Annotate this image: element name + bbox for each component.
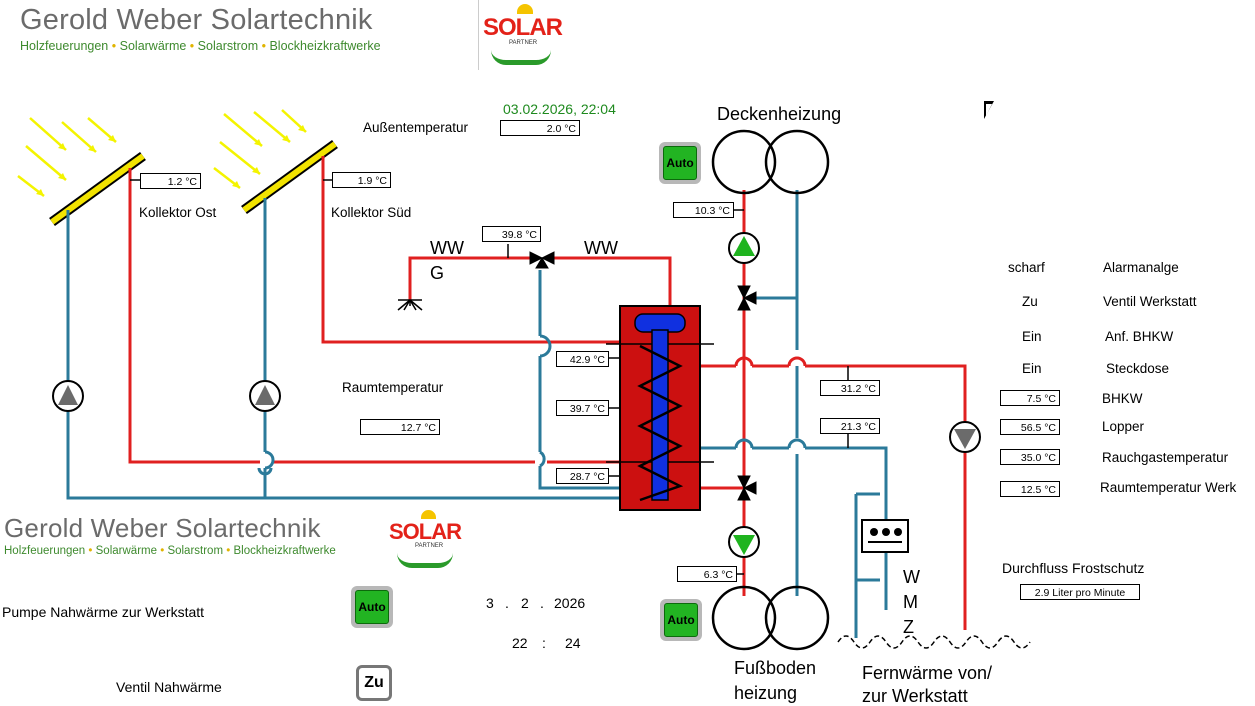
collector-east-temp: 1.2 °C (140, 173, 201, 189)
floor-heating-label-2: heizung (734, 683, 798, 703)
temp-workshop-value: 12.5 °C (1000, 481, 1060, 497)
workshop-valve-zu-button[interactable]: Zu (356, 665, 392, 701)
tank-temp-top: 42.9 °C (556, 351, 609, 367)
temp-flue-name: Rauchgastemperatur (1102, 450, 1229, 465)
pump-collector-south-icon (249, 380, 281, 412)
brand-header-bottom: Gerold Weber Solartechnik Holzfeuerungen… (4, 513, 336, 557)
collector-south-temp: 1.9 °C (332, 172, 391, 188)
mixing-valve-ceiling-icon (737, 285, 757, 311)
wmz-letter-m: M (903, 592, 918, 612)
current-datetime: 03.02.2026, 22:04 (503, 101, 616, 117)
room-temp-value: 12.7 °C (360, 419, 440, 435)
district-label-2: zur Werkstatt (862, 686, 968, 706)
status-valve-state: Zu (1022, 294, 1038, 309)
company-name-2: Gerold Weber Solartechnik (4, 513, 321, 543)
solar-partner-logo-2: SOLAR PARTNER (385, 503, 473, 571)
wmz-letter-w: W (903, 567, 920, 587)
logo-swoosh-icon (491, 50, 551, 65)
outdoor-temp-label: Außentemperatur (363, 120, 469, 135)
workshop-date-day: 3 (486, 595, 494, 611)
pump-district-icon (949, 421, 981, 453)
workshop-time-hours: 22 (512, 635, 528, 651)
ceiling-temp: 10.3 °C (673, 202, 734, 218)
frost-flow-value: 2.9 Liter pro Minute (1020, 584, 1140, 600)
collector-east-label: Kollektor Ost (139, 205, 217, 220)
room-temp-label: Raumtemperatur (342, 380, 444, 395)
temp-bhkw-name: BHKW (1102, 391, 1143, 406)
status-bhkw-name: Anf. BHKW (1105, 329, 1174, 344)
status-alarm-name: Alarmanalge (1103, 260, 1179, 275)
district-label-1: Fernwärme von/ (862, 663, 993, 683)
logo-text: SOLAR (483, 14, 563, 41)
ww-right-label: WW (584, 238, 618, 258)
floor-auto-button[interactable]: Auto (660, 599, 702, 641)
heat-exchanger-coil (637, 344, 684, 502)
logo-sun-icon (517, 4, 533, 14)
workshop-date-year: 2026 (554, 595, 586, 611)
workshop-date-sep-1: . (505, 595, 509, 611)
brand-header-top: Gerold Weber Solartechnik Holzfeuerungen… (20, 4, 381, 53)
ww-temp: 39.8 °C (482, 226, 541, 242)
workshop-time-sep: : (542, 635, 546, 651)
ceiling-heating-label: Deckenheizung (717, 104, 842, 124)
logo-sub: PARTNER (509, 40, 538, 46)
logo-sub-2: PARTNER (415, 543, 444, 549)
company-name: Gerold Weber Solartechnik (20, 4, 373, 36)
workshop-date-month: 2 (521, 595, 529, 611)
ground-line (837, 635, 1031, 649)
floor-temp: 6.3 °C (677, 566, 737, 582)
shower-head-icon (397, 299, 423, 311)
temp-flue-value: 35.0 °C (1000, 449, 1060, 465)
pump-floor-icon (728, 526, 760, 558)
district-temp-2: 21.3 °C (820, 418, 880, 434)
ceiling-heating-icon (711, 129, 830, 195)
status-alarm-state: scharf (1008, 260, 1045, 275)
company-tagline: Holzfeuerungen • Solarwärme • Solarstrom… (20, 39, 381, 53)
ceiling-auto-button[interactable]: Auto (659, 142, 701, 184)
mixing-valve-floor-icon (737, 475, 757, 501)
status-socket-name: Steckdose (1106, 361, 1170, 376)
wmz-letter-z: Z (903, 617, 914, 637)
frost-flow-label: Durchfluss Frostschutz (1002, 560, 1145, 576)
district-temp-1: 31.2 °C (820, 380, 880, 396)
temp-bhkw-value: 7.5 °C (1000, 390, 1060, 406)
temp-lopper-value: 56.5 °C (1000, 419, 1060, 435)
pump-ceiling-icon (728, 232, 760, 264)
company-tagline-2: Holzfeuerungen • Solarwärme • Solarstrom… (4, 545, 336, 557)
workshop-pump-auto-button[interactable]: Auto (351, 586, 393, 628)
workshop-time-minutes: 24 (565, 635, 581, 651)
logo-text-2: SOLAR (389, 519, 462, 544)
ww-left-label: WW (430, 238, 464, 258)
workshop-pump-label: Pumpe Nahwärme zur Werkstatt (2, 604, 205, 620)
logo-swoosh-icon-2 (397, 553, 453, 568)
tank-temp-middle: 39.7 °C (556, 400, 609, 416)
floor-heating-icon (711, 585, 830, 651)
workshop-date-sep-2: . (540, 595, 544, 611)
solar-partner-logo: SOLAR PARTNER (478, 0, 569, 70)
mixing-valve-ww-icon (529, 251, 555, 269)
workshop-valve-label: Ventil Nahwärme (116, 679, 222, 695)
status-socket-state: Ein (1022, 361, 1042, 376)
floor-heating-label-1: Fußboden (734, 658, 817, 678)
temp-lopper-name: Lopper (1102, 419, 1145, 434)
heat-meter-icon (861, 519, 909, 553)
logo-sun-icon-2 (421, 510, 436, 519)
outdoor-temp-value: 2.0 °C (500, 120, 580, 136)
collector-south-label: Kollektor Süd (331, 205, 412, 220)
status-bhkw-state: Ein (1022, 329, 1042, 344)
status-valve-name: Ventil Werkstatt (1103, 294, 1197, 309)
ww-left-sub: G (430, 263, 445, 283)
temp-workshop-name: Raumtemperatur Werk (1100, 480, 1237, 495)
pump-collector-east-icon (52, 380, 84, 412)
tank-temp-bottom: 28.7 °C (556, 468, 609, 484)
